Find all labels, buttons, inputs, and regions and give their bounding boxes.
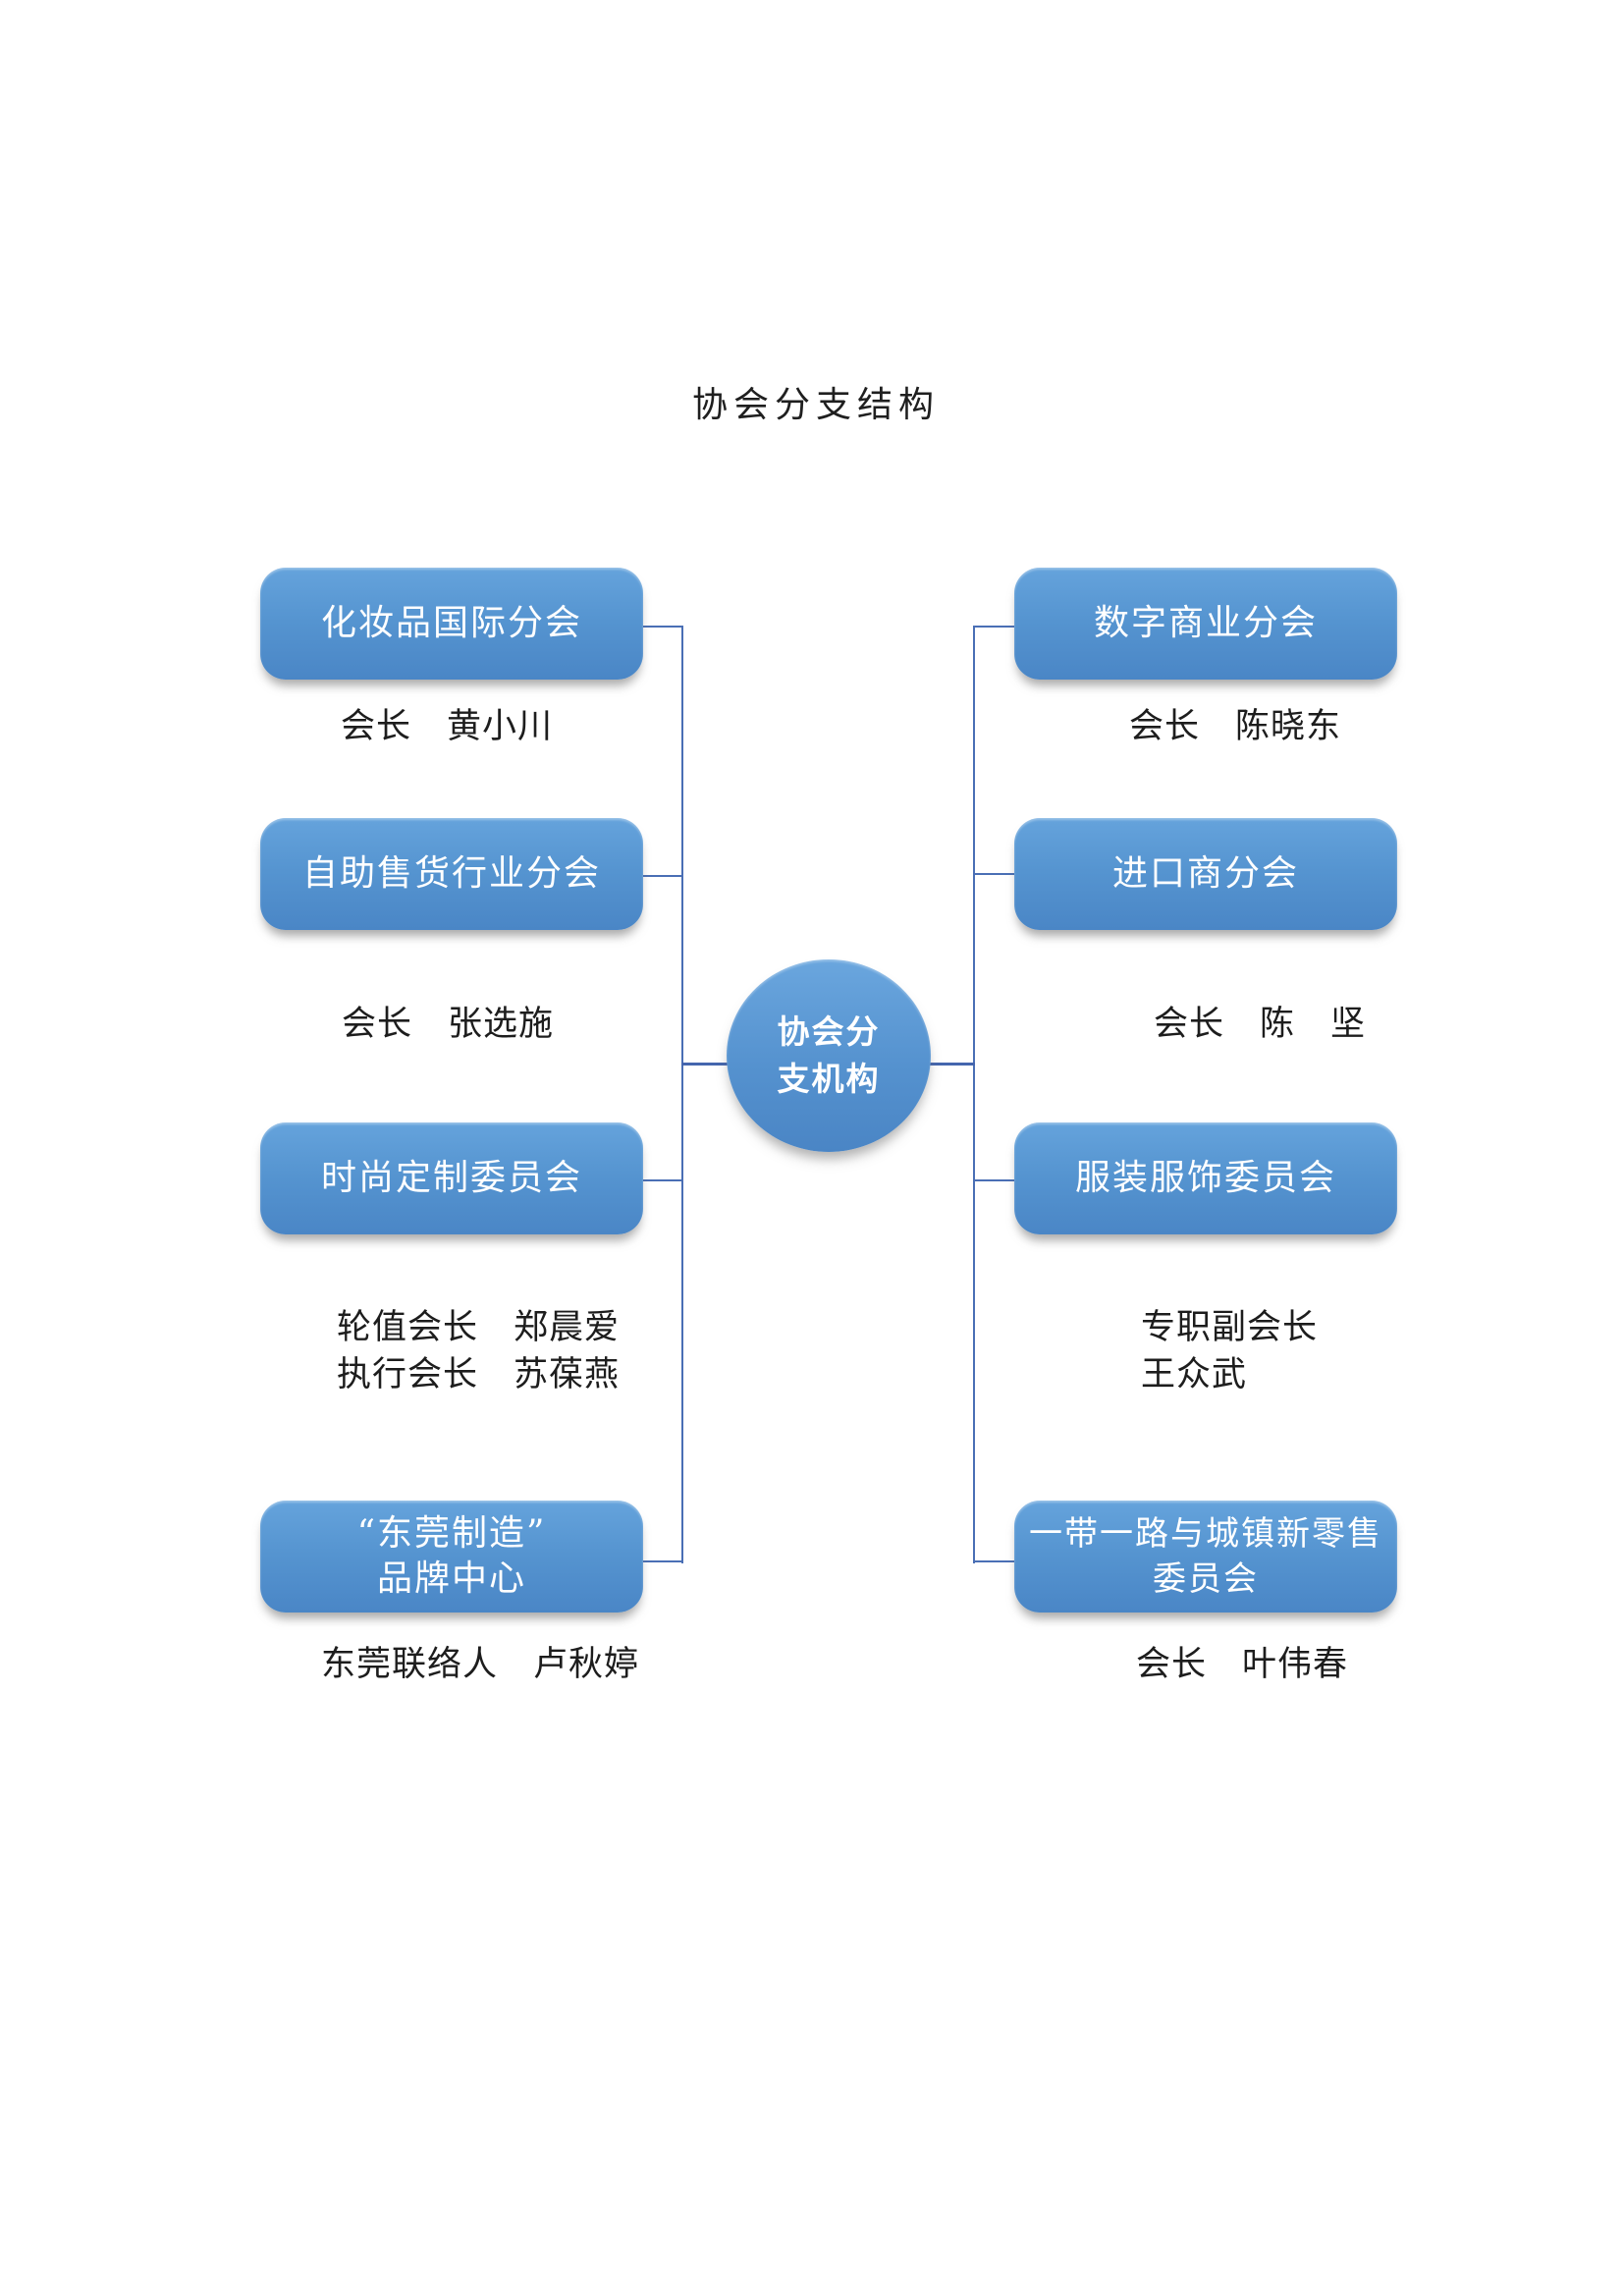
connector-left-3	[643, 1179, 683, 1181]
node-apparel-committee: 服装服饰委员会	[1014, 1122, 1397, 1234]
node-label: 化妆品国际分会	[320, 603, 582, 643]
caption-line1: 轮值会长 郑晨爱	[337, 1308, 621, 1347]
node-digital-commerce-branch: 数字商业分会	[1014, 568, 1397, 680]
caption-vending-branch: 会长 张选施	[342, 1005, 555, 1044]
node-label-line2: 品牌中心	[376, 1558, 526, 1599]
connector-hub-left	[681, 1063, 729, 1066]
node-label: 服装服饰委员会	[1074, 1158, 1336, 1198]
connector-left-4	[643, 1560, 683, 1562]
caption-dongguan-brand-center: 东莞联络人 卢秋婷	[321, 1645, 640, 1684]
node-label: 数字商业分会	[1093, 603, 1318, 643]
node-dongguan-brand-center: “东莞制造” 品牌中心	[260, 1501, 643, 1613]
node-label-line1: 一带一路与城镇新零售	[1029, 1514, 1382, 1554]
page-title: 协会分支结构	[691, 385, 940, 425]
connector-right-2	[973, 873, 1015, 875]
node-label-line2: 委员会	[1153, 1559, 1259, 1599]
left-trunk-line	[681, 626, 683, 1563]
node-label: 进口商分会	[1111, 853, 1299, 894]
connector-left-2	[643, 875, 683, 877]
connector-right-3	[973, 1179, 1015, 1181]
caption-fashion-committee: 轮值会长 郑晨爱 执行会长 苏葆燕	[337, 1304, 620, 1398]
caption-apparel-committee: 专职副会长 王众武	[1141, 1304, 1318, 1398]
hub-node: 协会分 支机构	[727, 959, 931, 1152]
node-label: 自助售货行业分会	[301, 853, 601, 894]
node-label: 时尚定制委员会	[320, 1158, 582, 1198]
node-cosmetics-branch: 化妆品国际分会	[260, 568, 643, 680]
hub-label-line2: 支机构	[777, 1060, 881, 1098]
caption-line2: 执行会长 苏葆燕	[337, 1355, 621, 1394]
caption-cosmetics-branch: 会长 黄小川	[341, 707, 554, 746]
connector-right-1	[973, 626, 1015, 628]
node-label-line1: “东莞制造”	[356, 1513, 547, 1554]
caption-digital-commerce-branch: 会长 陈晓东	[1129, 707, 1342, 746]
hub-label-line1: 协会分	[777, 1012, 881, 1051]
node-importers-branch: 进口商分会	[1014, 818, 1397, 930]
connector-left-1	[643, 626, 683, 628]
node-belt-road-committee: 一带一路与城镇新零售 委员会	[1014, 1501, 1397, 1613]
caption-line1: 专职副会长	[1141, 1308, 1319, 1347]
connector-hub-right	[928, 1063, 975, 1066]
caption-importers-branch: 会长 陈 坚	[1154, 1005, 1367, 1044]
node-vending-branch: 自助售货行业分会	[260, 818, 643, 930]
right-trunk-line	[973, 626, 975, 1563]
caption-line2: 王众武	[1141, 1355, 1248, 1394]
connector-right-4	[973, 1560, 1015, 1562]
caption-belt-road-committee: 会长 叶伟春	[1136, 1645, 1349, 1684]
node-fashion-committee: 时尚定制委员会	[260, 1122, 643, 1234]
